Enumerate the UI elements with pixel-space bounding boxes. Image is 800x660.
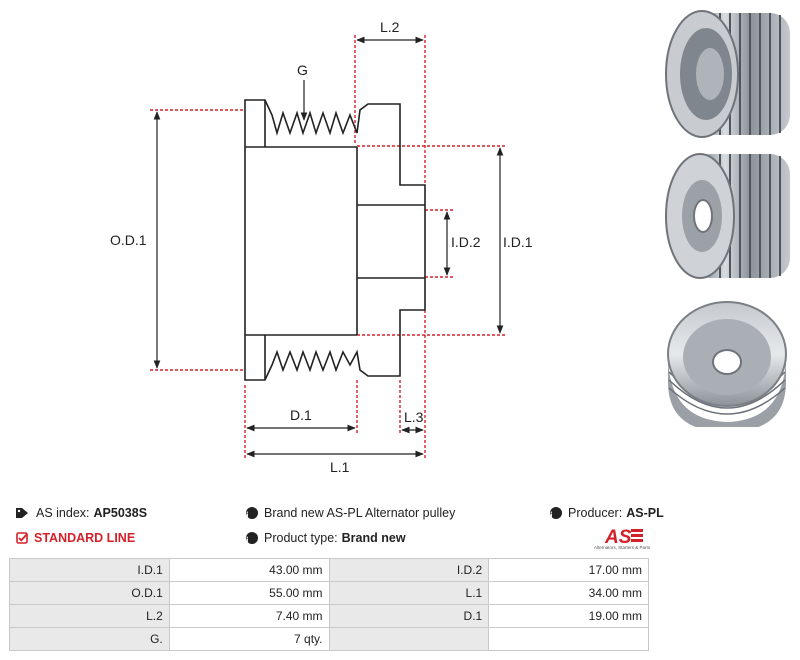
product-photo-back [667,301,787,427]
pulley-outline [244,99,426,381]
info-circle-icon: i [246,507,258,520]
dimension-lines [153,36,504,458]
product-description-text: Brand new AS-PL Alternator pulley [264,506,456,520]
spec-value: 34.00 mm [488,581,649,605]
as-index-label: AS index: [36,506,90,520]
spec-value: 55.00 mm [168,581,330,605]
logo-subtitle: Alternators, Starters & Parts [593,545,650,550]
label-id1: I.D.1 [503,234,533,250]
spec-value: 43.00 mm [168,558,330,582]
product-photo-angle [665,153,790,279]
label-l3: L.3 [404,409,424,425]
spec-value: 17.00 mm [488,558,649,582]
spec-key: L.2 [9,604,170,628]
spec-key: D.1 [328,604,490,628]
spec-value: 7.40 mm [168,604,330,628]
product-line: STANDARD LINE [16,530,135,546]
spec-key: I.D.2 [328,558,490,582]
product-photo-front [665,10,790,138]
tags-icon [16,508,28,518]
label-id2: I.D.2 [451,234,481,250]
spec-key [328,627,490,651]
label-l1: L.1 [330,459,350,475]
product-line-text: STANDARD LINE [34,531,136,545]
as-pl-logo: AS [604,527,643,548]
extension-lines [150,35,505,458]
spec-key: L.1 [328,581,490,605]
logo-text: AS [604,527,632,548]
spec-key: G. [9,627,170,651]
label-l2: L.2 [380,19,400,35]
check-square-icon [16,532,28,544]
dimension-labels: G L.2 O.D.1 I.D.1 I.D.2 D.1 L.3 L.1 [110,19,533,475]
product-type-value: Brand new [341,531,406,545]
product-type-label: Product type: [264,531,338,545]
info-circle-icon: i [246,532,258,545]
label-d1: D.1 [290,407,312,423]
spec-value: 7 qty. [168,627,330,651]
producer-label: Producer: [568,506,623,520]
producer-value: AS-PL [626,506,664,520]
producer: i Producer: AS-PL [550,505,664,521]
pulley-technical-drawing: G L.2 O.D.1 I.D.1 I.D.2 D.1 L.3 L.1 [110,19,533,475]
info-circle-icon: i [550,507,562,520]
product-type: i Product type: Brand new [246,530,406,546]
as-index-value: AP5038S [93,506,148,520]
table-row: G.7 qty. [9,627,649,651]
spec-key: O.D.1 [9,581,170,605]
spec-key: I.D.1 [9,558,170,582]
spec-value [488,627,649,651]
label-od1: O.D.1 [110,232,147,248]
as-index: AS index: AP5038S [16,505,147,521]
spec-value: 19.00 mm [488,604,649,628]
product-description: i Brand new AS-PL Alternator pulley [246,505,455,521]
label-g: G [297,62,308,78]
